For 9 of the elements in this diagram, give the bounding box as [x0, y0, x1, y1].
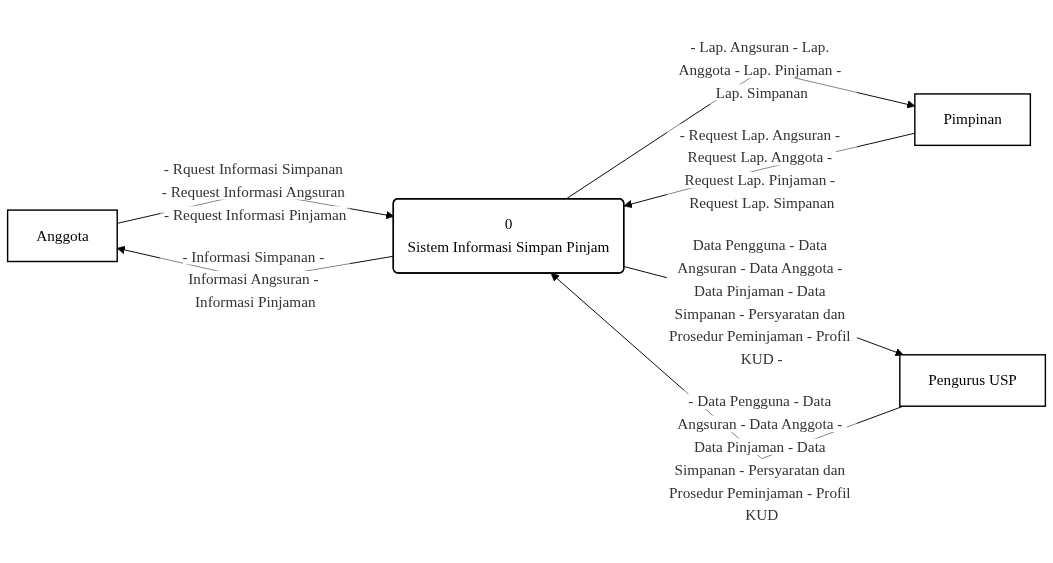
edge-label: - Data Pengguna - Data Angsuran - Data Anggota - Data Pinjaman - Data Simpanan - Persyaratan dan Prosedur Peminjaman - Profil KUD	[669, 392, 851, 524]
edge-label: - Lap. Angsuran - Lap. Anggota - Lap. Pinjaman - Lap. Simpanan	[678, 38, 842, 101]
edge-label: - Rquest Informasi Simpanan - Request Informasi Angsuran - Request Informasi Pinjaman	[161, 160, 347, 223]
node-box: Pimpinan	[914, 93, 1032, 147]
node-box: Pengurus USP	[899, 354, 1047, 407]
edge-label: - Request Lap. Angsuran - Request Lap. Anggota - Request Lap. Pinjaman - Request Lap. Simpanan	[679, 126, 841, 212]
edge-label: - Informasi Simpanan - Informasi Angsuran - Informasi Pinjaman	[182, 248, 325, 311]
node-box: Anggota	[6, 209, 118, 263]
edge-label: Data Pengguna - Data Angsuran - Data Anggota - Data Pinjaman - Data Simpanan - Persyaratan dan Prosedur Peminjaman - Profil KUD -	[669, 236, 851, 368]
